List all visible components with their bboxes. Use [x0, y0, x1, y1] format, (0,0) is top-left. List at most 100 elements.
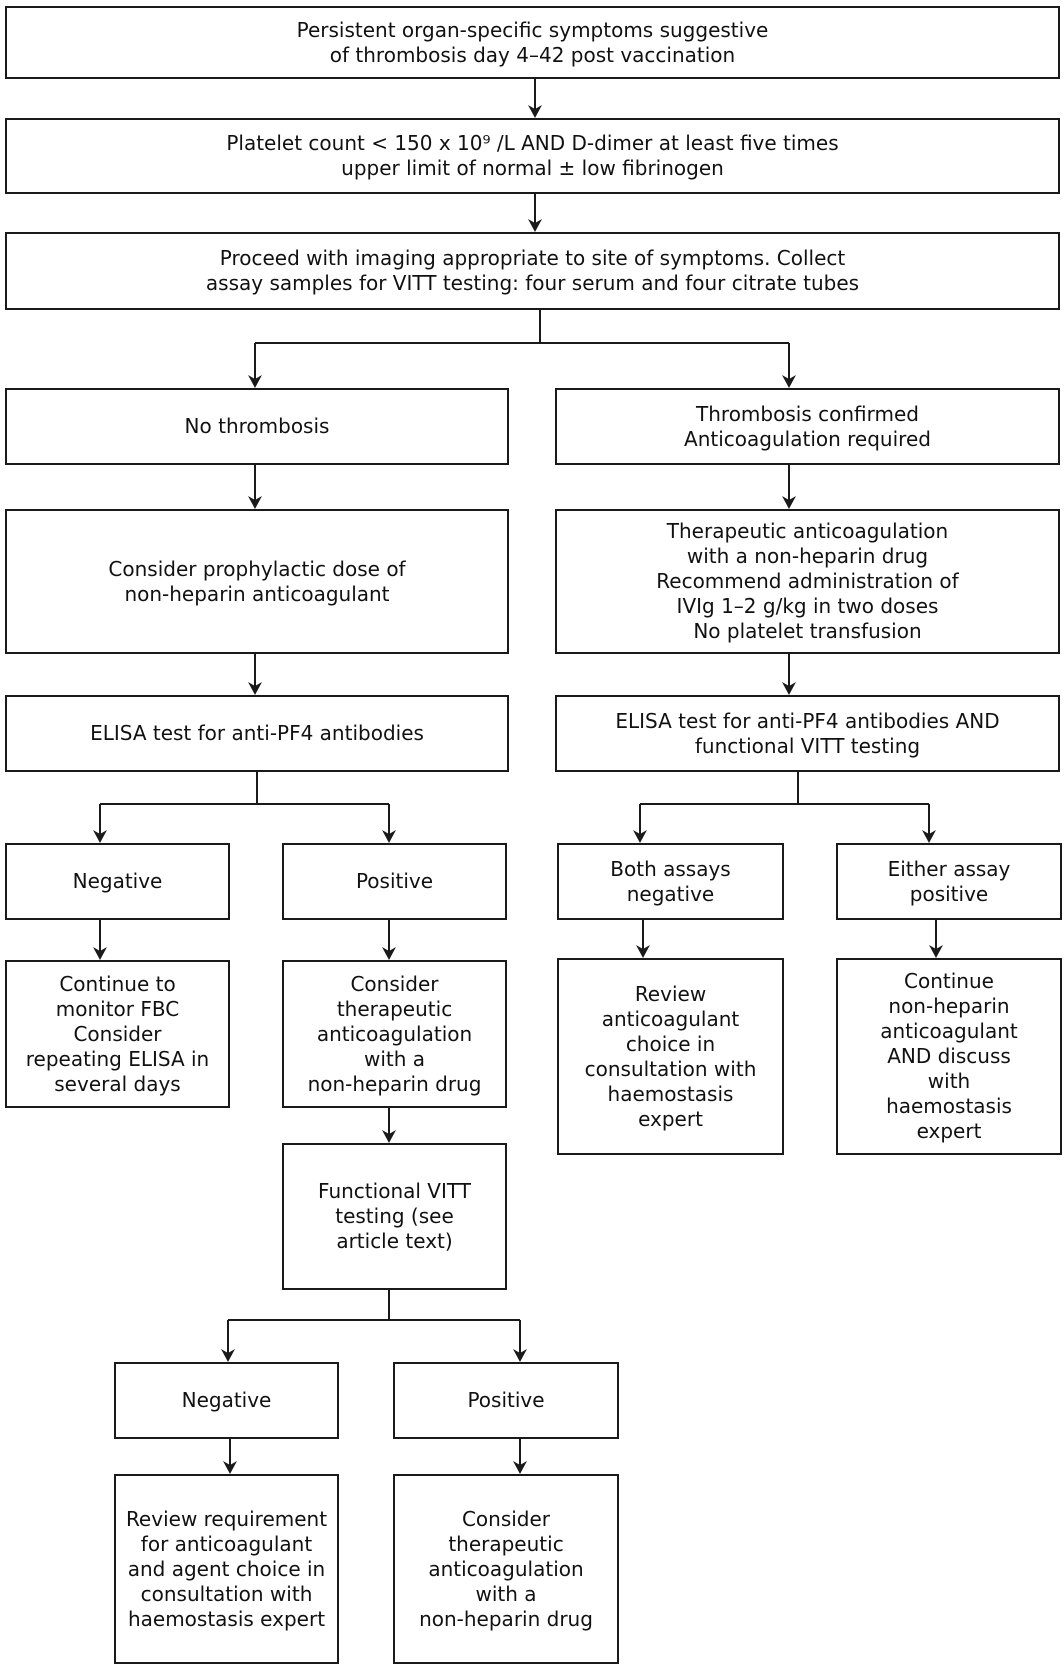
node-text-line: consultation with	[140, 1581, 313, 1606]
node-text: Platelet count < 150 x 10⁹ /L AND D-dime…	[226, 131, 838, 181]
node-no-thrombosis: No thrombosis	[5, 388, 509, 465]
node-text-line: for anticoagulant	[140, 1531, 313, 1556]
node-imaging: Proceed with imaging appropriate to site…	[5, 232, 1060, 310]
arrowhead-icon	[93, 947, 107, 960]
node-text-line: of thrombosis day 4–42 post vaccination	[329, 42, 736, 67]
node-text-line: with a	[475, 1581, 537, 1606]
node-text-line: functional VITT testing	[694, 733, 921, 758]
node-text-line: with	[927, 1069, 971, 1093]
node-text-line: haemostasis	[607, 1081, 734, 1106]
node-text-line: Continue	[904, 969, 994, 993]
arrowhead-icon	[248, 496, 262, 509]
node-negative-1: Negative	[5, 843, 230, 920]
node-text: Persistent organ-specific symptoms sugge…	[297, 18, 769, 68]
arrowhead-icon	[221, 1349, 235, 1362]
node-text: ELISA test for anti-PF4 antibodies	[90, 721, 424, 746]
node-text-line: No thrombosis	[184, 414, 330, 438]
node-text-line: therapeutic	[336, 996, 453, 1021]
node-text-line: Recommend administration of	[656, 569, 959, 593]
node-text-line: ELISA test for anti-PF4 antibodies AND	[615, 708, 1000, 733]
arrowhead-icon	[223, 1461, 237, 1474]
node-text: Negative	[73, 869, 163, 894]
node-text-line: AND discuss	[887, 1044, 1011, 1068]
node-platelets: Platelet count < 150 x 10⁹ /L AND D-dime…	[5, 118, 1060, 194]
arrowhead-icon	[633, 830, 647, 843]
node-symptoms: Persistent organ-specific symptoms sugge…	[5, 6, 1060, 79]
node-text-line: Consider	[350, 971, 439, 996]
node-text-line: IVIg 1–2 g/kg in two doses	[676, 594, 939, 618]
node-text-line: repeating ELISA in	[25, 1046, 210, 1071]
node-text-line: non-heparin	[888, 994, 1010, 1018]
node-text-line: haemostasis	[886, 1094, 1012, 1118]
node-positive-2: Positive	[393, 1362, 619, 1439]
node-text-line: Consider prophylactic dose of	[108, 556, 406, 581]
arrowhead-icon	[248, 375, 262, 388]
node-negative-2: Negative	[114, 1362, 339, 1439]
arrowhead-icon	[528, 105, 542, 118]
node-text-line: Both assays	[610, 856, 731, 881]
node-text-line: non-heparin drug	[307, 1071, 482, 1096]
arrowhead-icon	[922, 830, 936, 843]
node-text-line: Platelet count < 150 x 10⁹ /L AND D-dime…	[226, 131, 839, 155]
node-text-line: article text)	[336, 1229, 453, 1253]
node-text-line: haemostasis expert	[127, 1606, 326, 1631]
node-text-line: testing (see	[335, 1204, 454, 1228]
node-text-line: positive	[909, 881, 989, 906]
node-text-line: anticoagulation	[316, 1021, 473, 1046]
node-text-line: No platelet transfusion	[693, 619, 922, 643]
arrowhead-icon	[382, 830, 396, 843]
arrowhead-icon	[382, 1130, 396, 1143]
node-text-line: Negative	[181, 1388, 272, 1412]
node-text-line: non-heparin anticoagulant	[124, 581, 390, 606]
node-text-line: negative	[626, 881, 715, 906]
node-text-line: expert	[916, 1119, 982, 1143]
node-text-line: Consider	[73, 1021, 162, 1046]
node-text-line: with a	[363, 1046, 426, 1071]
node-text-line: and agent choice in	[127, 1556, 326, 1581]
node-text-line: Review	[634, 981, 707, 1006]
node-text-line: upper limit of normal ± low fibrinogen	[341, 156, 724, 180]
node-text-line: choice in	[625, 1031, 716, 1056]
node-text: No thrombosis	[185, 414, 330, 439]
arrowhead-icon	[782, 375, 796, 388]
arrowhead-icon	[382, 947, 396, 960]
node-text-line: consultation with	[584, 1056, 757, 1081]
arrowhead-icon	[248, 682, 262, 695]
node-text-line: Continue to	[59, 971, 176, 996]
node-text-line: Review requirement	[125, 1506, 328, 1531]
node-text-line: monitor FBC	[55, 996, 180, 1021]
node-text-line: expert	[638, 1106, 703, 1131]
node-text-line: anticoagulant	[880, 1019, 1018, 1043]
node-text-line: Negative	[72, 869, 163, 893]
node-text-line: Proceed with imaging appropriate to site…	[219, 246, 846, 270]
node-text-line: Consider	[461, 1506, 551, 1531]
node-text: Positive	[467, 1388, 544, 1413]
node-positive-1: Positive	[282, 843, 507, 920]
node-elisa-left: ELISA test for anti-PF4 antibodies	[5, 695, 509, 772]
node-text-line: therapeutic	[448, 1531, 564, 1556]
arrowhead-icon	[513, 1349, 527, 1362]
node-text-line: assay samples for VITT testing: four ser…	[205, 271, 860, 295]
node-text-line: Either assay	[887, 856, 1011, 881]
